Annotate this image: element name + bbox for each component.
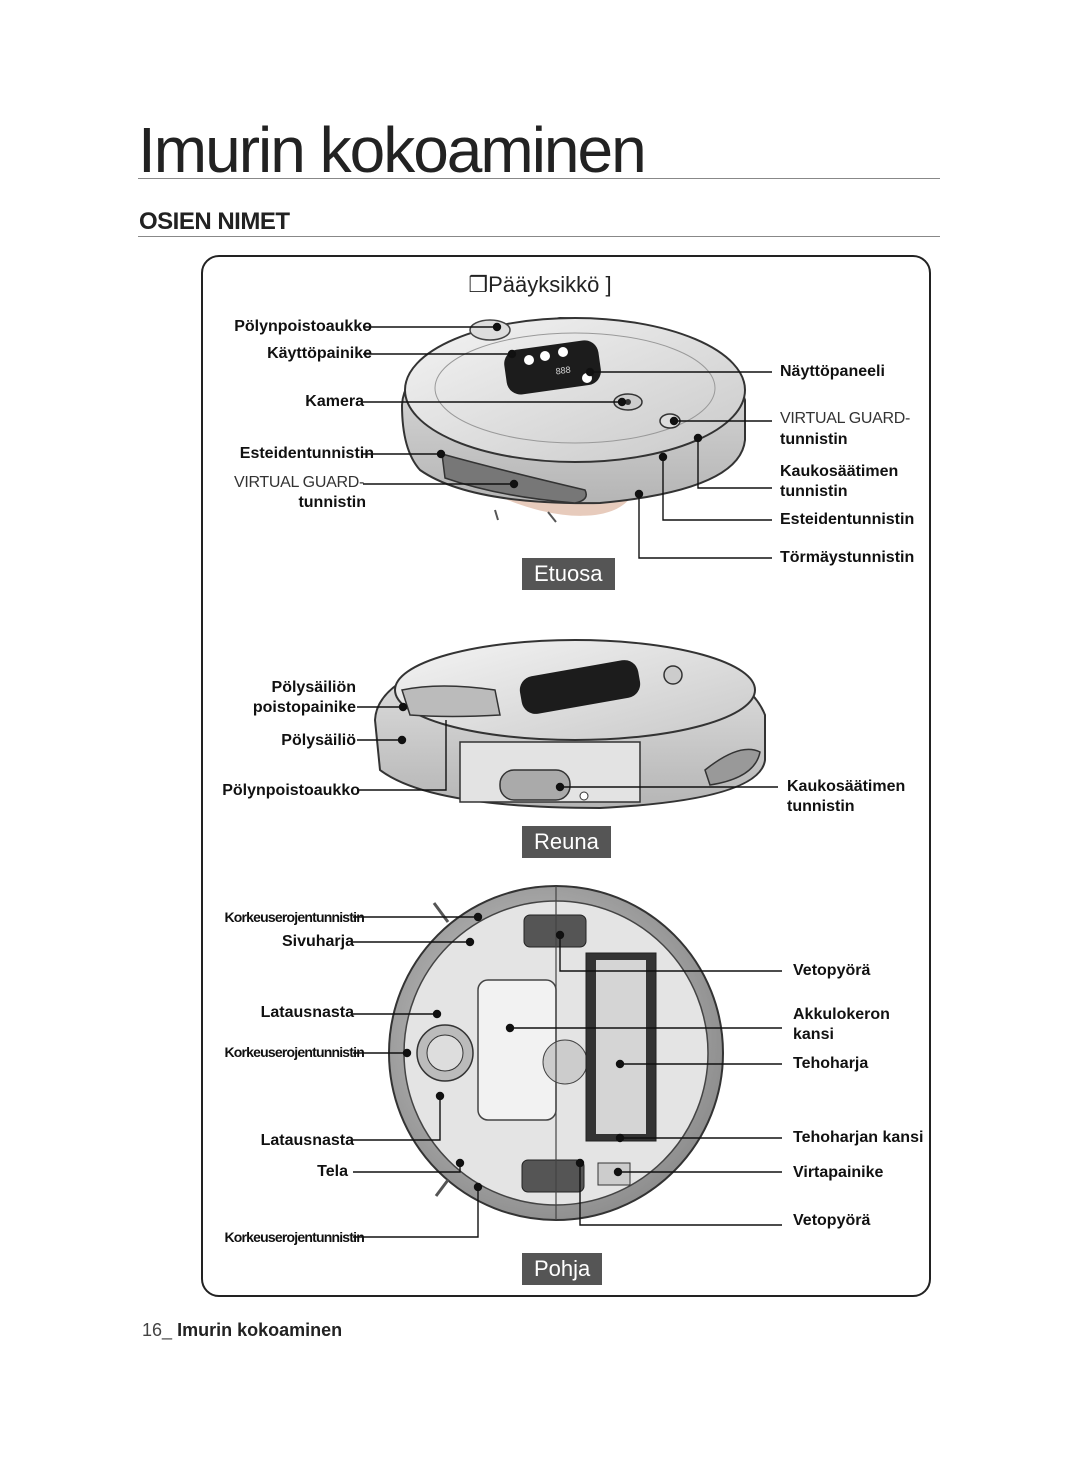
- label-dustbin-release-1: Pölysäiliön: [271, 679, 356, 696]
- label-main-brush: Tehoharja: [793, 1055, 869, 1072]
- front-dust-outlet-part: [469, 319, 511, 341]
- section-heading: OSIEN NIMET: [139, 208, 290, 235]
- label-battery-cover-1: Akkulokeron: [793, 1006, 890, 1023]
- front-bumper-window: [441, 452, 587, 504]
- title-rule: [138, 178, 940, 179]
- label-cliff-sensor-2: Korkeuserojentunnistin: [224, 1044, 364, 1060]
- section-rule: [138, 236, 940, 237]
- footer-chapter: Imurin kokoaminen: [177, 1320, 343, 1340]
- label-bump-sensor: Törmäystunnistin: [780, 549, 915, 566]
- label-cliff-sensor-1: Korkeuserojentunnistin: [224, 909, 364, 925]
- page-number: 16_: [142, 1320, 173, 1340]
- label-remote-sensor-side-1: Kaukosäätimen: [787, 778, 906, 795]
- label-charging-pin-1: Latausnasta: [260, 1004, 354, 1021]
- label-drive-wheel-2: Vetopyörä: [793, 1212, 871, 1229]
- bottom-view-robot: [388, 885, 724, 1221]
- drive-wheel-top-part: [523, 914, 587, 948]
- label-remote-sensor-side-2: tunnistin: [787, 798, 855, 815]
- label-power-button: Virtapainike: [793, 1164, 884, 1181]
- label-remote-sensor-front-1: Kaukosäätimen: [780, 463, 899, 480]
- label-main-brush-cover: Tehoharjan kansi: [793, 1129, 924, 1146]
- badge-side-view: Reuna: [522, 826, 611, 858]
- label-vg-sensor-left-1: VIRTUAL GUARD-: [233, 474, 364, 491]
- side-dustbin-release: [401, 685, 501, 718]
- label-obstacle-sensor-right: Esteidentunnistin: [780, 511, 915, 528]
- label-dust-outlet-front: Pölynpoistoaukko: [234, 318, 372, 335]
- label-camera: Kamera: [305, 393, 364, 410]
- page-footer: 16_ Imurin kokoaminen: [142, 1320, 342, 1341]
- front-leader-lines: [363, 322, 772, 559]
- label-vg-sensor-left-2: tunnistin: [298, 494, 366, 511]
- badge-front-view: Etuosa: [522, 558, 615, 590]
- box-title: ❒Pääyksikkö ]: [468, 272, 612, 297]
- label-dustbin-release-2: poistopainike: [252, 699, 356, 716]
- label-cliff-sensor-3: Korkeuserojentunnistin: [224, 1229, 364, 1245]
- side-view-robot: [373, 639, 766, 810]
- label-vg-sensor-right-2: tunnistin: [780, 431, 848, 448]
- label-battery-cover-2: kansi: [793, 1026, 834, 1043]
- label-charging-pin-2: Latausnasta: [260, 1132, 354, 1149]
- side-display-panel: [519, 660, 641, 714]
- side-leader-lines: [357, 702, 778, 792]
- label-vg-sensor-right-1: VIRTUAL GUARD-: [780, 410, 911, 427]
- label-display-panel: Näyttöpaneeli: [780, 363, 885, 380]
- label-dust-outlet-side: Pölynpoistoaukko: [222, 782, 360, 799]
- front-top-cover: [404, 317, 746, 463]
- label-caster: Tela: [317, 1163, 348, 1180]
- svg-text:888: 888: [555, 364, 571, 376]
- badge-bottom-view: Pohja: [522, 1253, 603, 1285]
- parts-diagram-frame: [201, 255, 931, 1297]
- front-view-robot: 888: [400, 316, 746, 523]
- label-dustbin: Pölysäiliö: [281, 732, 356, 749]
- label-operation-button: Käyttöpainike: [267, 345, 372, 362]
- page-title: Imurin kokoaminen: [138, 114, 647, 186]
- bottom-leader-lines: [353, 912, 782, 1238]
- drive-wheel-bottom-part: [521, 1159, 585, 1193]
- label-side-brush: Sivuharja: [281, 933, 354, 950]
- label-drive-wheel-1: Vetopyörä: [793, 962, 871, 979]
- front-display-panel: [504, 340, 601, 395]
- battery-cover-part: [477, 979, 557, 1121]
- label-obstacle-sensor-left: Esteidentunnistin: [239, 445, 374, 462]
- label-remote-sensor-front-2: tunnistin: [780, 483, 848, 500]
